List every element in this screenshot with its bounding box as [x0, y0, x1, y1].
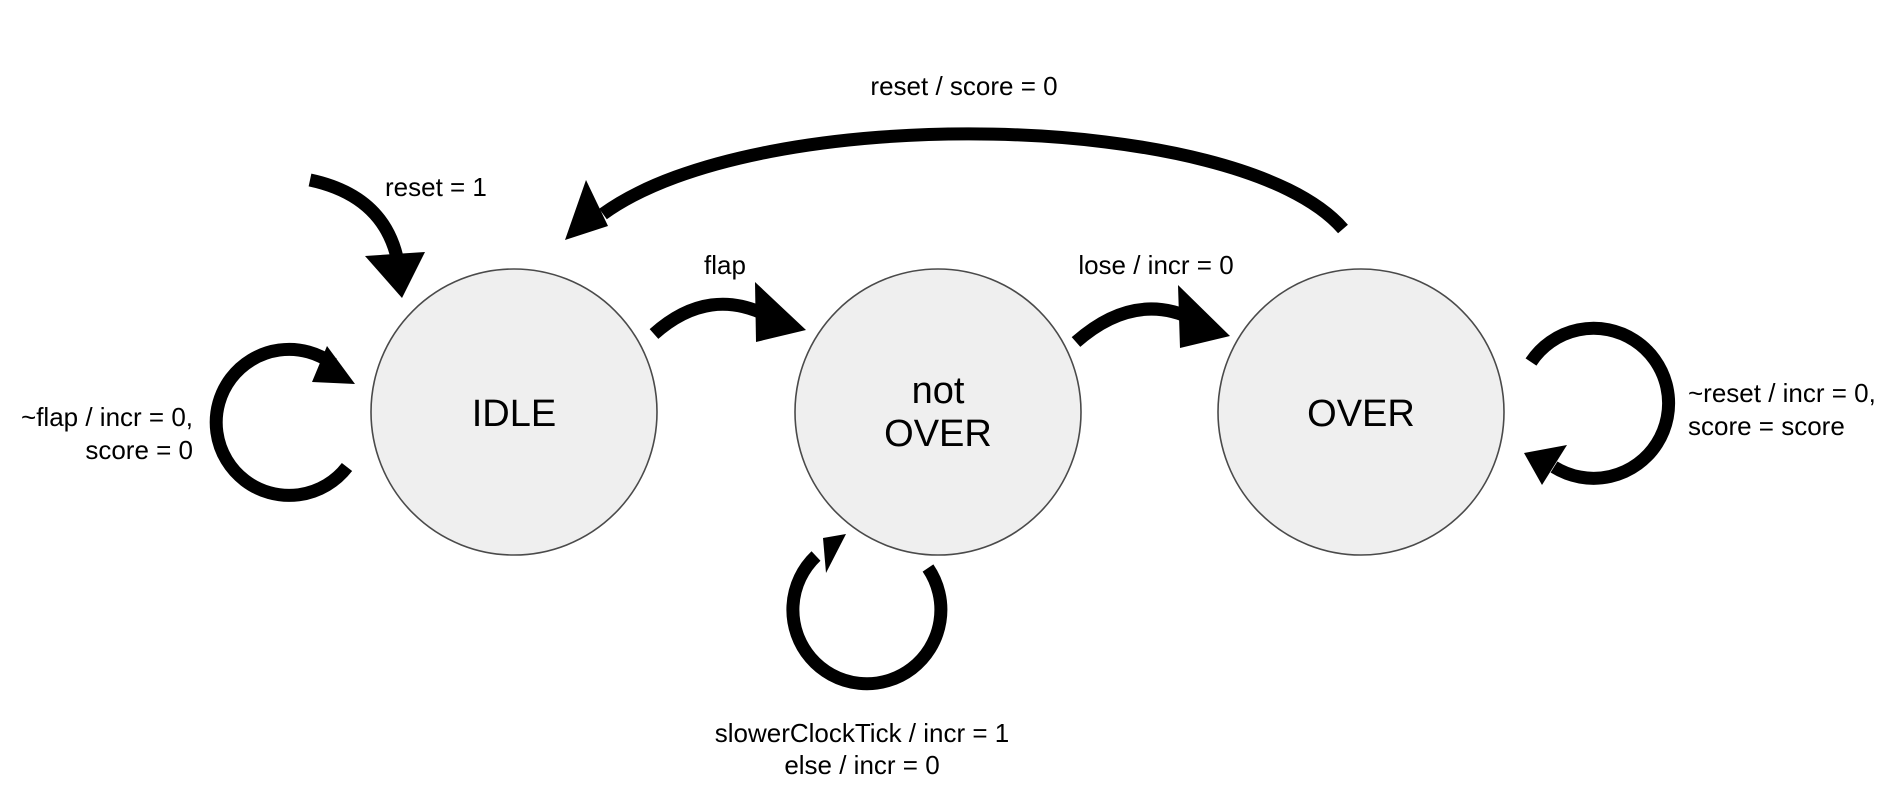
state-not-over-label-line2: OVER — [884, 413, 992, 455]
initial-reset-label: reset = 1 — [385, 172, 487, 202]
idle-self-loop-arrow — [209, 342, 355, 502]
state-not-over-label-line1: not — [912, 370, 965, 412]
idle-to-not-over-arrow — [649, 282, 806, 342]
over-to-idle-arrow — [565, 127, 1348, 240]
state-over-label: OVER — [1307, 393, 1415, 435]
idle-self-loop-label-line2: score = 0 — [85, 435, 193, 465]
not-over-to-over-label: lose / incr = 0 — [1078, 250, 1233, 280]
idle-self-loop-label-line1: ~flap / incr = 0, — [21, 402, 193, 432]
state-not-over: not OVER — [794, 268, 1082, 556]
not-over-self-loop-arrow — [786, 534, 948, 691]
not-over-self-loop-label-line1: slowerClockTick / incr = 1 — [715, 718, 1010, 748]
over-self-loop-label-line1: ~reset / incr = 0, — [1688, 378, 1876, 408]
state-idle-label: IDLE — [472, 393, 556, 435]
state-over-circle — [1217, 268, 1505, 556]
not-over-to-over-arrow — [1071, 285, 1230, 348]
over-self-loop-arrow — [1524, 321, 1676, 485]
initial-reset-arrow — [308, 173, 425, 298]
state-idle: IDLE — [370, 268, 658, 556]
not-over-self-loop-label-line2: else / incr = 0 — [784, 750, 939, 780]
state-not-over-circle — [794, 268, 1082, 556]
over-to-idle-label: reset / score = 0 — [870, 71, 1057, 101]
over-self-loop-label-line2: score = score — [1688, 411, 1845, 441]
state-idle-circle — [370, 268, 658, 556]
idle-to-not-over-label: flap — [704, 250, 746, 280]
state-over: OVER — [1217, 268, 1505, 556]
